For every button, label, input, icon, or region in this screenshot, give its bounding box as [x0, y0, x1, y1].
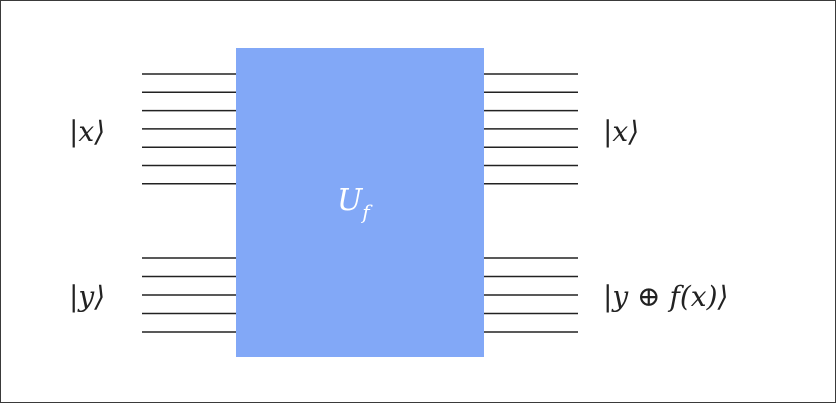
x-register-input-wires — [142, 73, 241, 185]
y-register-input-wires — [142, 257, 241, 333]
x-output-label: |x⟩ — [603, 115, 639, 148]
y-input-label: |y⟩ — [69, 280, 105, 313]
x-register-output-wires — [479, 73, 578, 185]
oracle-gate-box — [236, 48, 484, 357]
oracle-gate-label: Uf — [337, 183, 373, 224]
y-output-label: |y ⊕ f(x)⟩ — [603, 280, 728, 313]
x-input-label: |x⟩ — [69, 115, 105, 148]
gate-letter: U — [337, 183, 364, 218]
y-register-output-wires — [479, 257, 578, 333]
